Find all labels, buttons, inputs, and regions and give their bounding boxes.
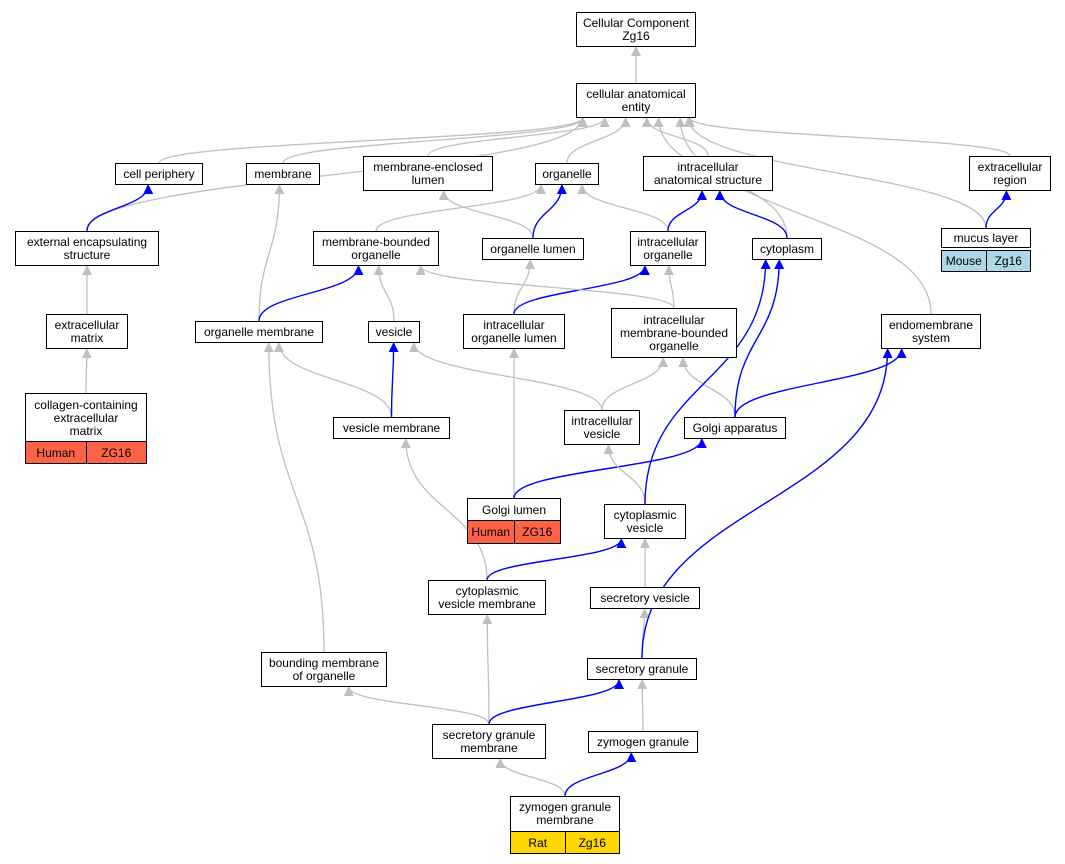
term-node-om[interactable]: organelle membrane xyxy=(195,321,323,343)
term-node-cae[interactable]: cellular anatomical entity xyxy=(576,83,696,118)
edge-mem-to-cae xyxy=(282,117,588,164)
edge-bmo-to-om xyxy=(263,342,325,653)
edge-zgm-to-sgm xyxy=(495,758,566,797)
edge-cyto-to-ias xyxy=(714,190,788,239)
annotation-species: Rat xyxy=(528,835,548,850)
edge-er-to-cae xyxy=(685,117,1011,157)
edge-mel-to-cae xyxy=(427,117,610,157)
term-node-vm[interactable]: vesicle membrane xyxy=(333,417,450,439)
term-node-sg[interactable]: secretory granule xyxy=(587,658,697,680)
term-node-em[interactable]: extracellular matrix xyxy=(46,314,128,349)
term-node-zg[interactable]: zymogen granule xyxy=(588,731,698,753)
annotation-species: Human xyxy=(471,525,511,539)
edge-sgm-to-bmo xyxy=(343,686,490,725)
annotation-species: Human xyxy=(36,445,76,460)
edge-io-to-ias xyxy=(667,190,707,232)
term-node-er[interactable]: extracellular region xyxy=(969,156,1051,191)
edge-vm-to-ves xyxy=(388,342,399,418)
edge-zg-to-sg xyxy=(637,679,648,732)
term-node-bmo[interactable]: bounding membrane of organelle xyxy=(261,652,387,687)
edge-ol-to-mel xyxy=(438,190,534,239)
edge-cv-to-iv xyxy=(603,444,646,505)
term-node-ga[interactable]: Golgi apparatus xyxy=(684,417,786,439)
term-node-cyto[interactable]: cytoplasm xyxy=(752,238,822,260)
edge-ees-to-cp xyxy=(86,184,154,232)
annotation-gene: ZG16 xyxy=(513,521,561,543)
edge-cvm-to-vm xyxy=(400,438,488,581)
term-node-cv[interactable]: cytoplasmic vesicle xyxy=(604,504,686,539)
edge-om-to-mem xyxy=(258,184,285,322)
edge-ga-to-cyto xyxy=(734,259,785,418)
edge-iv-to-imbo xyxy=(601,357,669,411)
edge-org-to-cae xyxy=(566,117,631,164)
term-node-ccem[interactable]: collagen-containing extracellular matrix xyxy=(25,393,147,443)
term-node-mel[interactable]: membrane-enclosed lumen xyxy=(363,156,493,191)
edge-cp-to-cae xyxy=(158,117,587,164)
edge-ems-to-cae xyxy=(675,117,932,315)
term-node-ml[interactable]: mucus layer xyxy=(941,228,1031,248)
term-node-io[interactable]: intracellular organelle xyxy=(630,231,706,266)
edge-iv-to-ves xyxy=(409,342,603,411)
annotation-gene: ZG16 xyxy=(85,442,147,463)
annotation-row-zgm_a: Rat Zg16 xyxy=(510,831,620,854)
term-node-gl[interactable]: Golgi lumen xyxy=(467,498,561,522)
term-node-sv[interactable]: secretory vesicle xyxy=(590,587,700,609)
term-node-ees[interactable]: external encapsulating structure xyxy=(15,231,159,266)
term-node-mbo[interactable]: membrane-bounded organelle xyxy=(313,231,439,266)
term-node-org[interactable]: organelle xyxy=(535,163,599,185)
term-node-cp[interactable]: cell periphery xyxy=(115,163,203,185)
term-node-ves[interactable]: vesicle xyxy=(368,321,420,343)
annotation-row-ccem_a: Human ZG16 xyxy=(25,441,147,464)
annotation-gene: Zg16 xyxy=(985,251,1031,271)
edge-cv-to-cyto xyxy=(644,259,771,505)
edge-ccem-to-em xyxy=(81,348,92,394)
term-node-ems[interactable]: endomembrane system xyxy=(881,314,981,349)
edge-imbo-to-io xyxy=(663,265,675,309)
term-node-iv[interactable]: intracellular vesicle xyxy=(564,410,640,445)
term-node-zgm[interactable]: zymogen granule membrane xyxy=(510,796,620,832)
edge-ml-to-cae xyxy=(683,117,987,229)
edge-imbo-to-mbo xyxy=(415,265,675,309)
edge-sgm-to-cvm xyxy=(482,614,493,725)
edge-mbo-to-org xyxy=(375,184,546,232)
term-node-sgm[interactable]: secretory granule membrane xyxy=(432,724,546,759)
term-node-cvm[interactable]: cytoplasmic vesicle membrane xyxy=(428,580,546,615)
term-node-ol[interactable]: organelle lumen xyxy=(482,238,584,260)
edge-ias-to-cae xyxy=(641,117,709,157)
edge-vm-to-om xyxy=(273,342,393,418)
edge-ees-to-cae xyxy=(86,117,587,232)
edge-ga-to-imbo xyxy=(678,357,736,418)
edge-io-to-org xyxy=(577,184,669,232)
term-node-ias[interactable]: intracellular anatomical structure xyxy=(643,156,773,191)
edge-om-to-mbo xyxy=(258,265,364,322)
annotation-species: Mouse xyxy=(945,254,982,268)
term-node-iol[interactable]: intracellular organelle lumen xyxy=(463,314,565,349)
term-node-cc[interactable]: Cellular Component Zg16 xyxy=(576,12,696,47)
edge-sgm-to-sg xyxy=(488,679,624,725)
edge-iol-to-ol xyxy=(513,259,536,315)
term-node-mem[interactable]: membrane xyxy=(246,163,320,185)
edge-ga-to-ems xyxy=(734,348,907,418)
edge-ml-to-er xyxy=(985,190,1012,229)
annotation-gene: Zg16 xyxy=(564,832,620,853)
edge-ves-to-mbo xyxy=(373,265,395,322)
edge-ol-to-org xyxy=(532,184,567,239)
edge-cvm-to-cv xyxy=(486,538,627,581)
edge-gl-to-ga xyxy=(513,438,707,499)
term-node-imbo[interactable]: intracellular membrane-bounded organelle xyxy=(611,308,737,358)
edge-zgm-to-zg xyxy=(564,752,637,797)
